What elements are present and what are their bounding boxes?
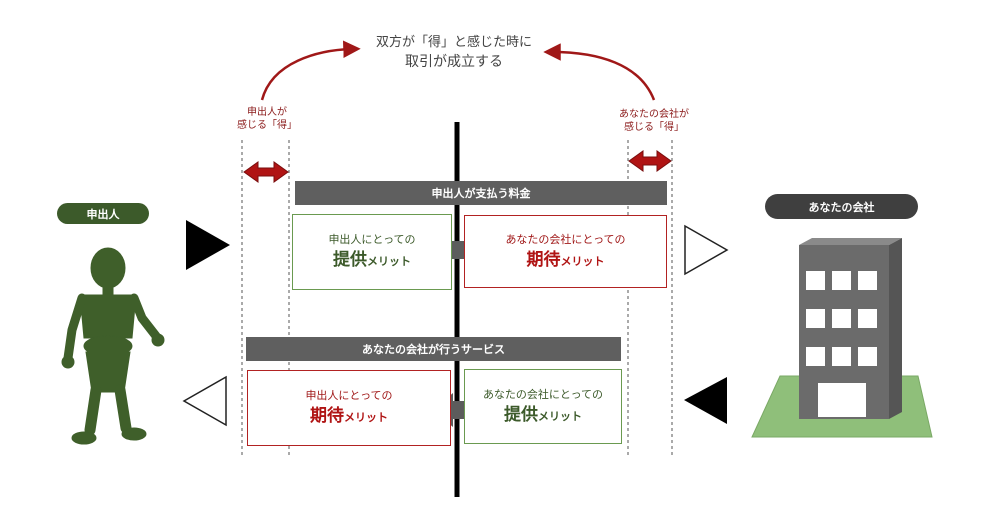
company-expected-merit-box: あなたの会社にとっての 期待メリット: [464, 215, 667, 288]
box-big-text: 提供: [333, 250, 367, 270]
box-line2: 提供メリット: [504, 405, 582, 427]
left-gain-label: 申出人が 感じる「得」: [222, 106, 312, 132]
company-building-icon: [751, 238, 933, 438]
right-solid-triangle: [684, 377, 727, 424]
service-bar: あなたの会社が行うサービス: [246, 337, 621, 361]
left-solid-triangle: [186, 220, 230, 270]
box-line1: あなたの会社にとっての: [482, 387, 604, 401]
applicant-label: 申出人: [57, 203, 149, 224]
left-gain-label-line1: 申出人が: [247, 107, 287, 118]
box-line2: 期待メリット: [527, 250, 605, 272]
box-small-text: メリット: [538, 409, 582, 423]
box-line1: 申出人にとっての: [305, 389, 393, 402]
box-big-text: 期待: [310, 406, 344, 426]
box-line2: 提供メリット: [333, 250, 411, 272]
box-line1: 申出人にとっての: [328, 233, 416, 246]
company-label: あなたの会社: [765, 194, 918, 219]
box-big-text: 期待: [526, 249, 561, 270]
applicant-figure-icon: [61, 247, 165, 445]
company-provided-merit-box: あなたの会社にとっての 提供メリット: [464, 369, 622, 444]
top-caption-line2: 取引が成立する: [405, 54, 503, 70]
box-small-text: メリット: [344, 411, 388, 424]
left-gain-double-arrow: [243, 161, 289, 183]
left-outline-triangle: [182, 375, 227, 427]
box-line2: 期待メリット: [310, 406, 388, 428]
box-small-text: メリット: [560, 254, 605, 268]
applicant-provided-merit-box: 申出人にとっての 提供メリット: [292, 214, 452, 290]
box-line1: あなたの会社にとっての: [505, 232, 626, 246]
right-gain-label: あなたの会社が 感じる「得」: [604, 108, 704, 134]
box-big-text: 提供: [504, 404, 538, 425]
top-caption: 双方が「得」と感じた時に 取引が成立する: [356, 34, 552, 71]
top-caption-line1: 双方が「得」と感じた時に: [375, 35, 532, 50]
left-curve-arrow: [260, 40, 361, 101]
applicant-expected-merit-box: 申出人にとっての 期待メリット: [247, 370, 451, 446]
fee-bar: 申出人が支払う料金: [295, 181, 667, 205]
right-gain-label-line1: あなたの会社が: [619, 109, 689, 120]
right-gain-double-arrow: [628, 150, 672, 172]
right-outline-triangle: [684, 224, 729, 276]
box-small-text: メリット: [367, 255, 411, 268]
left-gain-label-line2: 感じる「得」: [237, 120, 297, 131]
right-curve-arrow: [543, 43, 656, 101]
right-gain-label-line2: 感じる「得」: [624, 122, 684, 133]
